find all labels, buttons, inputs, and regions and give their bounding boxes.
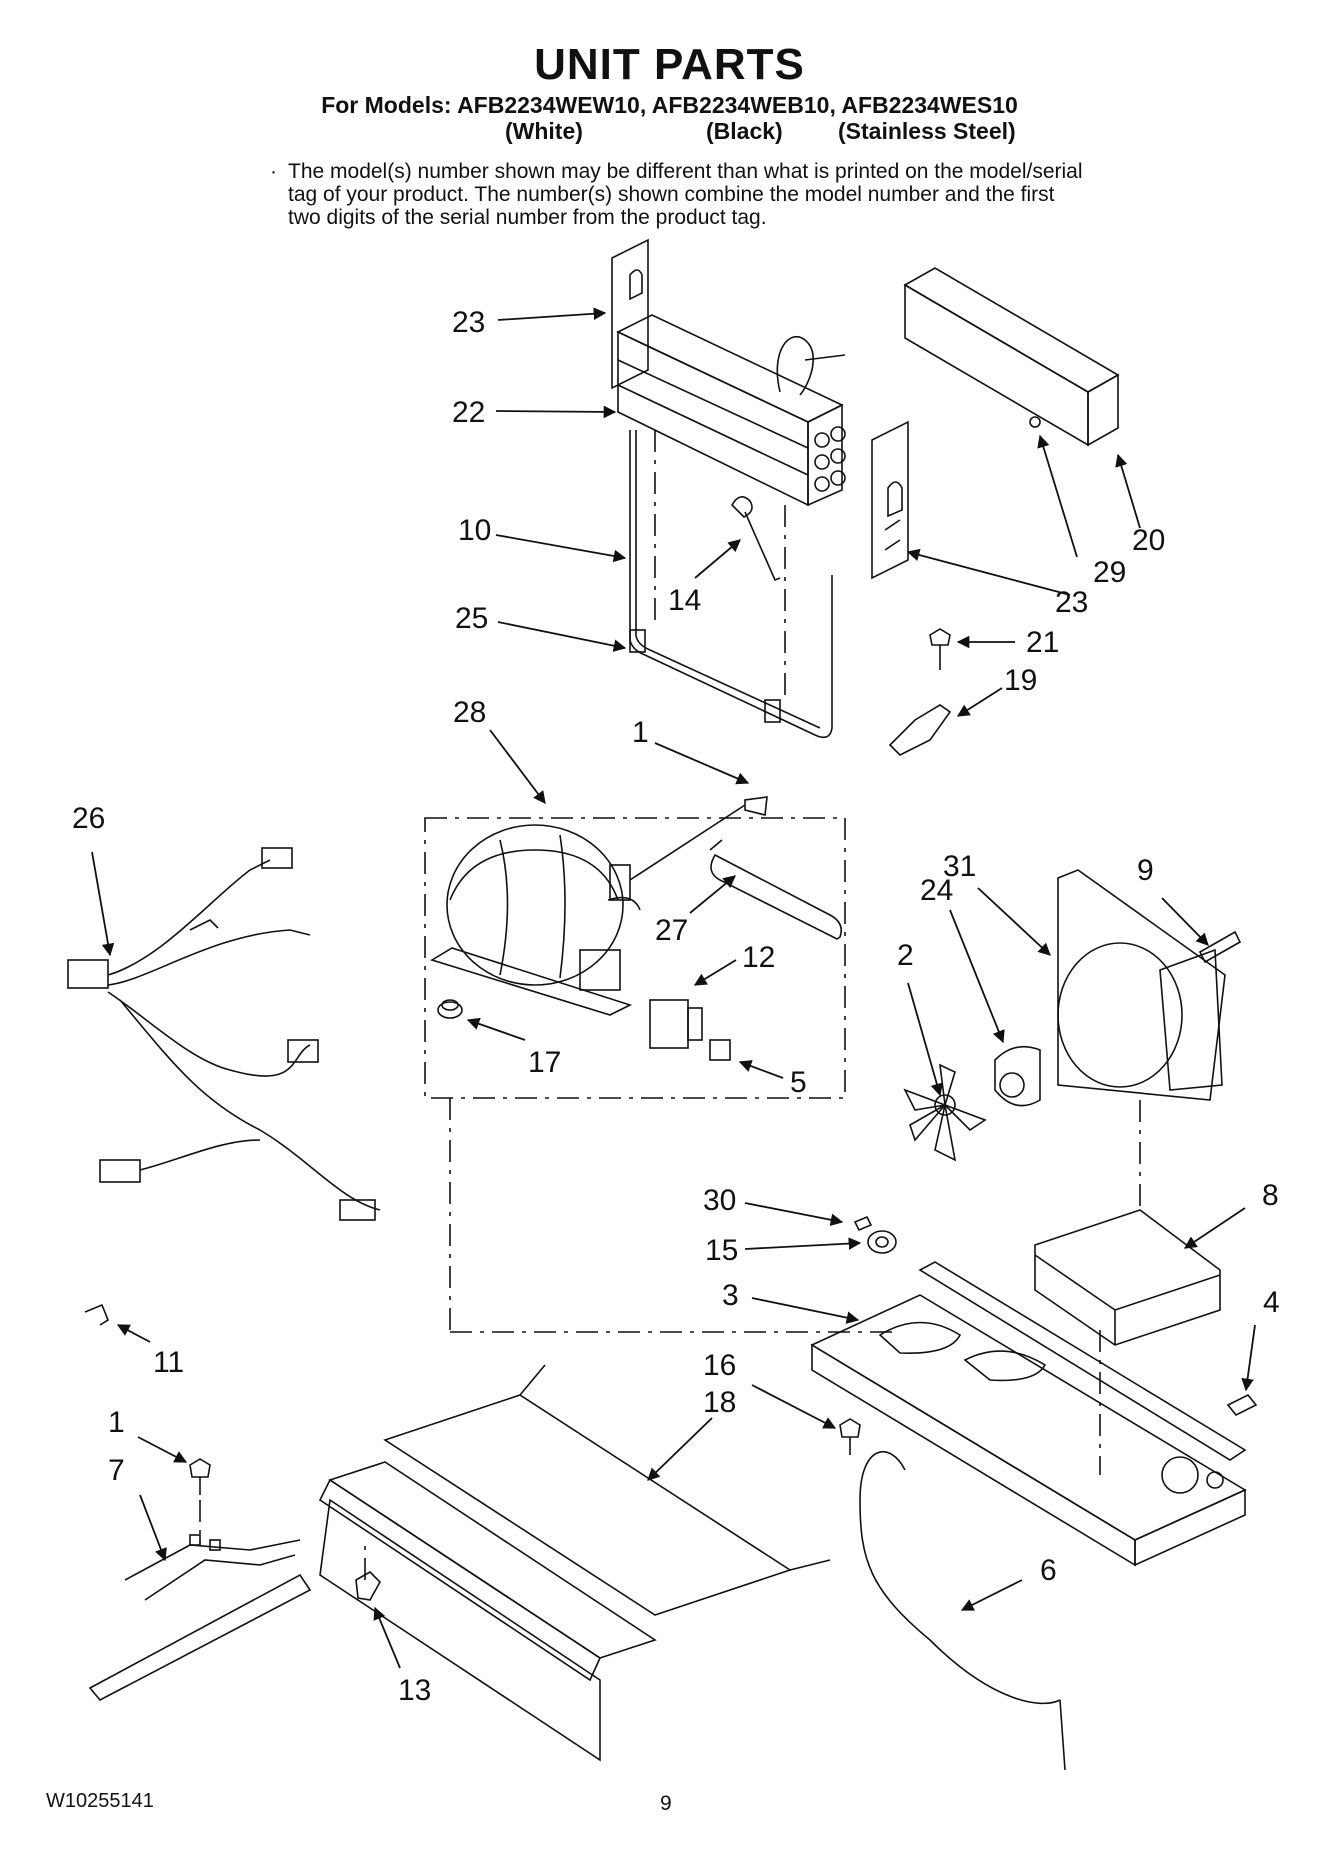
callout-8: 8 <box>1262 1179 1279 1212</box>
grommet <box>437 999 463 1019</box>
callout-17: 17 <box>528 1046 561 1079</box>
callout-30: 30 <box>703 1184 736 1217</box>
fan-blade <box>903 1063 987 1162</box>
defrost-thermostat <box>731 496 781 582</box>
screw-9 <box>1198 930 1242 964</box>
defrost-heater <box>629 430 833 739</box>
callout-9: 9 <box>1137 854 1154 887</box>
callout-24: 24 <box>920 874 953 907</box>
callout-19: 19 <box>1004 664 1037 697</box>
callout-23b: 23 <box>1055 586 1088 619</box>
page-number: 9 <box>660 1792 672 1815</box>
variant-white: (White) <box>505 118 583 144</box>
callout-29: 29 <box>1093 556 1126 589</box>
callout-27: 27 <box>655 914 688 947</box>
document-code: W10255141 <box>46 1790 154 1812</box>
evaporator-cover <box>903 267 1120 447</box>
callout-12: 12 <box>742 941 775 974</box>
model-number-note: · The model(s) number shown may be diffe… <box>270 160 1088 229</box>
callout-20: 20 <box>1132 524 1165 557</box>
clip-11 <box>84 1303 109 1326</box>
fan-motor <box>994 1045 1041 1107</box>
callout-15: 15 <box>705 1234 738 1267</box>
callout-18: 18 <box>703 1386 736 1419</box>
callout-16: 16 <box>703 1349 736 1382</box>
spacer-30 <box>853 1215 873 1232</box>
compressor-kit-boundary <box>424 817 846 1099</box>
callout-21: 21 <box>1026 626 1059 659</box>
callout-10: 10 <box>458 514 491 547</box>
assembly-guide-lines <box>199 430 1141 1580</box>
callout-25: 25 <box>455 602 488 635</box>
filter-drier <box>709 839 843 940</box>
condenser-clip <box>355 1571 381 1601</box>
callout-numbers: 23 22 10 14 25 28 1 26 27 12 17 5 23 29 … <box>72 306 1280 1707</box>
callout-3: 3 <box>722 1279 739 1312</box>
models-line: For Models: AFB2234WEW10, AFB2234WEB10, … <box>321 92 1018 118</box>
callout-14: 14 <box>668 584 701 617</box>
condenser <box>318 1364 831 1762</box>
compressor-harness <box>88 1534 312 1702</box>
callout-28: 28 <box>453 696 486 729</box>
fan-shroud <box>1057 869 1226 1101</box>
relay-overload <box>649 999 703 1049</box>
grommet-15 <box>867 1230 897 1254</box>
callout-11: 11 <box>153 1346 184 1379</box>
evaporator-part <box>616 314 846 507</box>
screw-21 <box>929 628 951 670</box>
compressor <box>430 824 641 1016</box>
evaporator-bracket-right <box>871 420 909 580</box>
callout-31: 31 <box>943 850 976 883</box>
callout-5: 5 <box>790 1066 807 1099</box>
page-title: UNIT PARTS <box>534 40 805 89</box>
evaporator-bracket-left <box>611 238 649 390</box>
callout-23a: 23 <box>452 306 485 339</box>
callout-1-lower: 1 <box>108 1406 125 1439</box>
variant-stainless: (Stainless Steel) <box>838 118 1016 144</box>
callout-26: 26 <box>72 802 105 835</box>
machine-compartment-base <box>810 1261 1247 1567</box>
variant-black: (Black) <box>706 118 783 144</box>
callout-13: 13 <box>398 1674 431 1707</box>
callout-2: 2 <box>897 939 914 972</box>
note-text: The model(s) number shown may be differe… <box>288 160 1083 229</box>
bolt-top <box>629 796 768 881</box>
callout-7: 7 <box>108 1454 125 1487</box>
callout-4: 4 <box>1263 1286 1280 1319</box>
drain-tube <box>859 1451 1066 1771</box>
callout-22: 22 <box>452 396 485 429</box>
callout-1-top: 1 <box>632 716 649 749</box>
note-bullet: · <box>270 160 277 183</box>
wiring-harness <box>67 847 381 1221</box>
callout-6: 6 <box>1040 1554 1057 1587</box>
clip-19 <box>888 704 952 756</box>
fan-bracket <box>1034 1209 1221 1346</box>
screw-16 <box>839 1418 861 1455</box>
start-device-cap <box>709 1039 731 1061</box>
leader-lines <box>91 307 1256 1669</box>
screw-lower <box>189 1458 211 1495</box>
bolt-4 <box>1226 1393 1258 1417</box>
